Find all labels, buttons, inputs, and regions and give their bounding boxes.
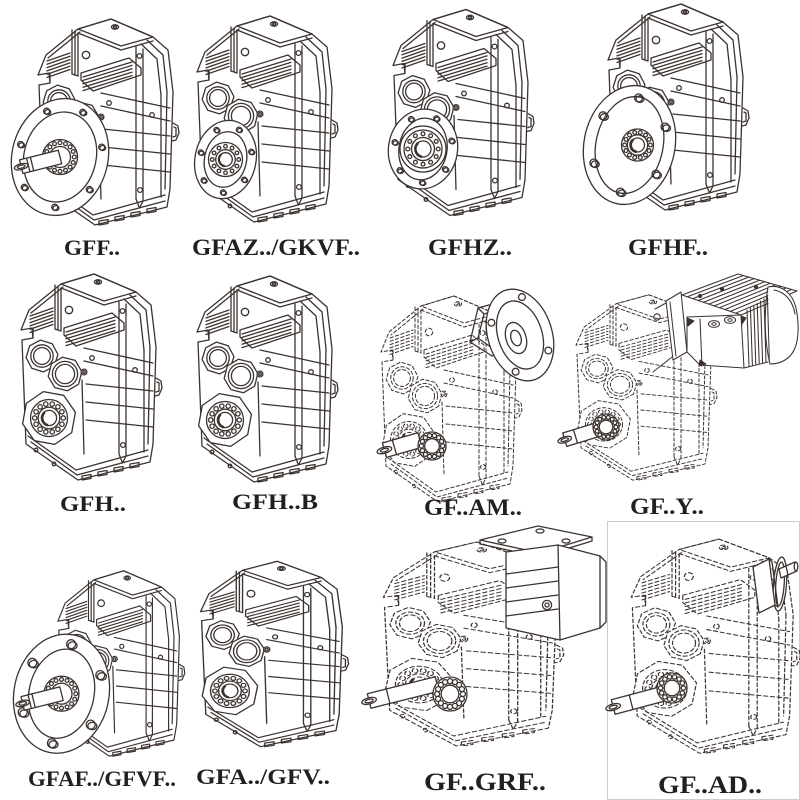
svg-text:GFH..: GFH.. (60, 491, 126, 516)
svg-text:GFH..B: GFH..B (232, 489, 318, 514)
svg-text:GFHZ..: GFHZ.. (428, 235, 512, 260)
svg-text:GF..Y..: GF..Y.. (630, 494, 704, 519)
svg-text:GFAF../GFVF..: GFAF../GFVF.. (28, 766, 176, 791)
svg-text:GF..AM..: GF..AM.. (424, 495, 522, 520)
svg-text:GFA../GFV..: GFA../GFV.. (196, 764, 330, 789)
svg-text:GFAZ../GKVF..: GFAZ../GKVF.. (192, 235, 360, 260)
svg-text:GFHF..: GFHF.. (628, 235, 708, 260)
svg-text:GFF..: GFF.. (64, 235, 120, 260)
svg-text:GF..AD..: GF..AD.. (658, 772, 762, 799)
svg-text:GF..GRF..: GF..GRF.. (424, 769, 546, 796)
